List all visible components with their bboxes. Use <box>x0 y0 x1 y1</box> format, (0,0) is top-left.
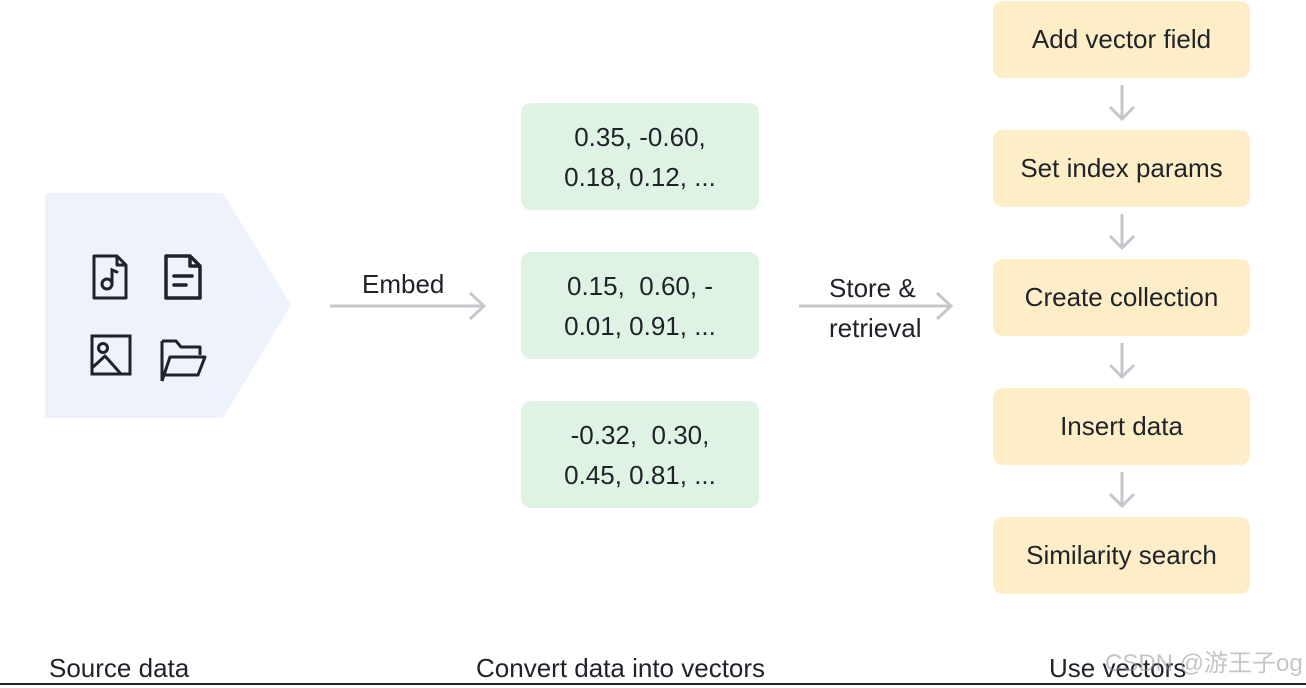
vector-line: 0.01, 0.91, ... <box>564 310 716 341</box>
store-label: Store & <box>829 273 916 303</box>
vector-line: 0.45, 0.81, ... <box>564 459 716 490</box>
audio-file-icon <box>90 253 130 306</box>
step-create-collection: Create collection <box>993 259 1250 336</box>
vector-box-3: -0.32, 0.30, 0.45, 0.81, ... <box>521 401 759 508</box>
source-data-panel <box>45 193 291 418</box>
down-arrow-3 <box>1108 343 1136 380</box>
step-insert-data: Insert data <box>993 388 1250 465</box>
step-similarity-search: Similarity search <box>993 517 1250 594</box>
folder-icon <box>158 333 208 390</box>
embed-label: Embed <box>362 269 445 299</box>
step-add-vector-field: Add vector field <box>993 1 1250 78</box>
vector-line: 0.35, -0.60, <box>574 121 706 152</box>
source-data-caption: Source data <box>49 653 190 683</box>
convert-vectors-caption: Convert data into vectors <box>476 653 766 683</box>
image-icon <box>89 333 133 382</box>
vector-line: -0.32, 0.30, <box>570 419 710 450</box>
watermark: CSDN @游王子og <box>1105 650 1303 677</box>
document-icon <box>162 252 204 307</box>
embed-arrow <box>330 291 487 321</box>
down-arrow-2 <box>1108 214 1136 251</box>
use-vectors-caption: Use vectors <box>1049 653 1187 683</box>
down-arrow-4 <box>1108 472 1136 509</box>
step-set-index-params: Set index params <box>993 130 1250 207</box>
down-arrow-1 <box>1108 85 1136 122</box>
retrieval-label: retrieval <box>829 313 922 343</box>
vector-line: 0.15, 0.60, - <box>567 270 713 301</box>
vector-line: 0.18, 0.12, ... <box>564 161 716 192</box>
vector-box-1: 0.35, -0.60, 0.18, 0.12, ... <box>521 103 759 210</box>
store-arrow <box>799 291 954 321</box>
bottom-divider <box>0 683 1306 685</box>
vector-box-2: 0.15, 0.60, - 0.01, 0.91, ... <box>521 252 759 359</box>
